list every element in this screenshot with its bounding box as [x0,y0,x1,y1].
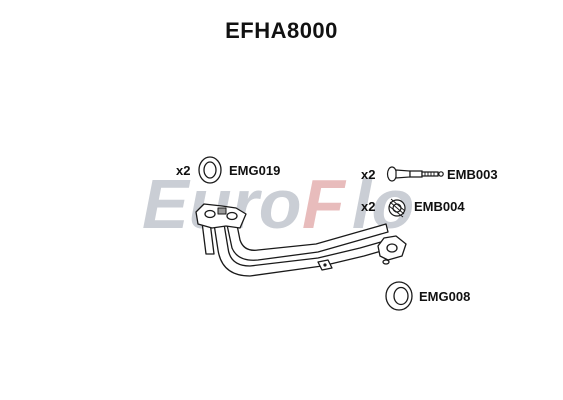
watermark-part-2: F [302,165,347,243]
front-pipe [195,203,407,277]
part-qty-emg019: x2 [176,163,191,178]
gasket-emg019-drawing [198,156,222,184]
part-code-emb003: EMB003 [447,167,498,182]
part-code-emg008: EMG008 [419,289,471,304]
part-code-emg019: EMG019 [229,163,281,178]
page-title: EFHA8000 [225,18,338,43]
bolt-emb003-drawing [386,166,444,182]
gasket-emg008-drawing [385,281,413,311]
spring-emb004-drawing [388,198,406,218]
part-qty-emb004: x2 [361,199,376,214]
part-qty-emb003: x2 [361,167,376,182]
part-code-emb004: EMB004 [414,199,465,214]
